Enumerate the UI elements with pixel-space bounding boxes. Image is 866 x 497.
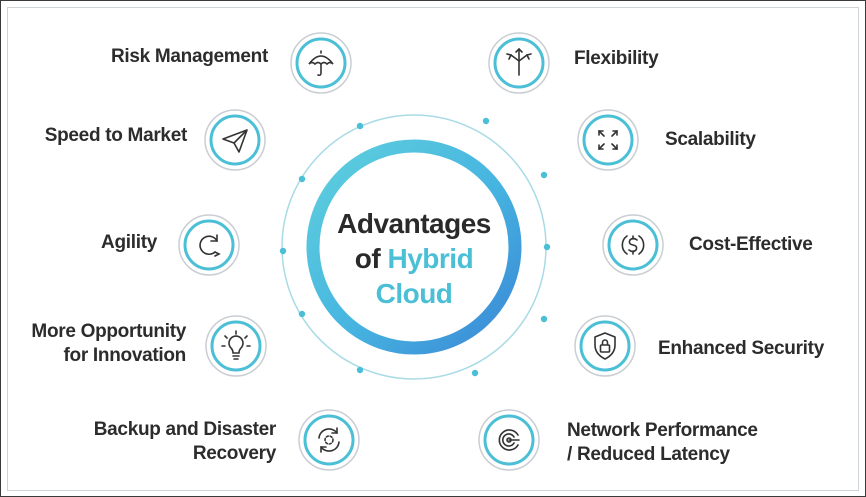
title-hybrid: Hybrid [387, 243, 474, 274]
cycle-arrow-icon [199, 234, 221, 257]
label-scalability: Scalability [665, 129, 756, 150]
label-risk-management: Risk Management [110, 46, 268, 67]
diagram-title: Advantages of Hybrid Cloud [321, 206, 507, 311]
badge-backup-disaster-recovery [297, 408, 361, 472]
badge-flexibility [487, 31, 551, 95]
label-backup-disaster-recovery: Backup and Disaster Recovery [93, 419, 277, 464]
label-agility: Agility [101, 232, 157, 253]
label-network-performance: Network Performance / Reduced Latency [567, 420, 758, 465]
speed-target-icon [498, 429, 520, 451]
umbrella-icon [308, 50, 334, 77]
inner-white-disc [321, 154, 507, 340]
badge-scalability [576, 108, 640, 172]
title-of: of [354, 243, 388, 274]
backup-refresh-icon [318, 427, 340, 453]
badge-agility [177, 213, 241, 277]
split-arrows-icon [506, 47, 532, 76]
title-line-3: Cloud [375, 278, 453, 309]
label-speed-to-market: Speed to Market [44, 125, 188, 146]
label-cost-effective: Cost-Effective [689, 234, 813, 255]
title-line-2: of Hybrid [321, 241, 507, 276]
label-flexibility: Flexibility [574, 48, 659, 69]
expand-arrows-icon [598, 130, 618, 150]
title-line-1: Advantages [337, 208, 491, 239]
label-more-opportunity: More Opportunity for Innovation [31, 321, 186, 366]
ring-dots [279, 117, 551, 377]
main-gradient-ring [306, 139, 522, 355]
label-enhanced-security: Enhanced Security [658, 338, 824, 359]
shield-lock-icon [594, 332, 616, 360]
badge-risk-management [289, 31, 353, 95]
badge-enhanced-security [573, 314, 637, 378]
badge-cost-effective [601, 213, 665, 277]
dollar-coin-icon [621, 235, 645, 255]
badge-network-performance [477, 408, 541, 472]
badge-speed-to-market [203, 108, 267, 172]
inner-frame [7, 7, 859, 491]
paper-plane-icon [222, 129, 248, 153]
lightbulb-icon [221, 330, 251, 360]
badge-more-opportunity [204, 314, 268, 378]
